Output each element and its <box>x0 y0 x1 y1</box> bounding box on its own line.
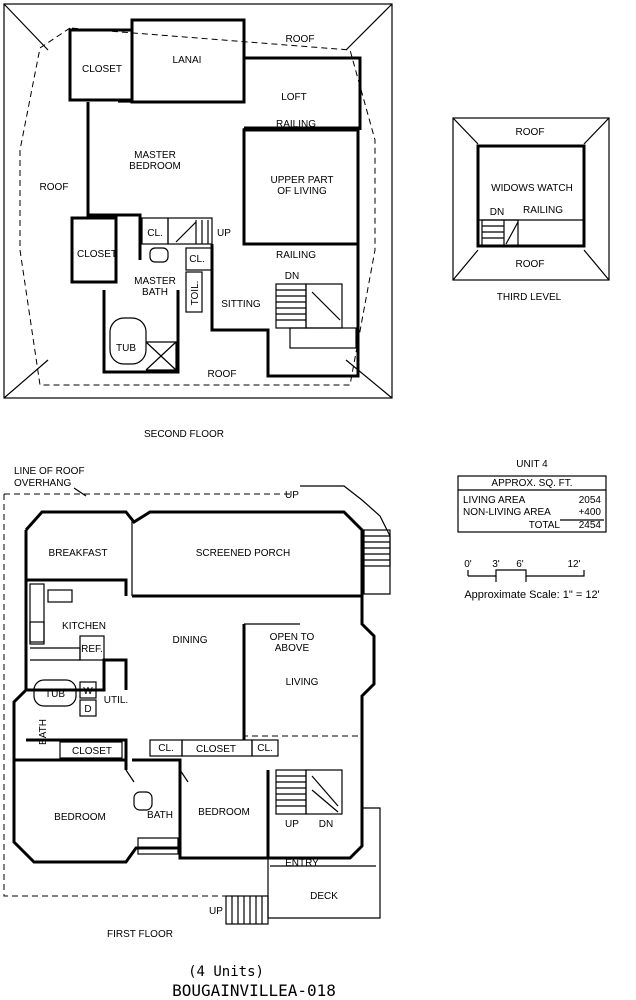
ff-deck-label: DECK <box>310 891 338 902</box>
sf-sitting-label: SITTING <box>221 299 261 310</box>
sf-upper-living-label-2: OF LIVING <box>277 186 327 197</box>
sf-roof-top-label: ROOF <box>286 34 315 45</box>
ff-bath-left-label: BATH <box>38 719 49 745</box>
scale-tick-6: 6' <box>516 559 524 570</box>
ff-cl-a-label: CL. <box>158 743 174 754</box>
sf-railing-top-label: RAILING <box>276 119 316 130</box>
sf-master-bedroom-label-2: BEDROOM <box>129 161 181 172</box>
roof-outline <box>3 3 393 399</box>
ff-up-label: UP <box>285 819 299 830</box>
third-level-plan <box>452 117 610 281</box>
sf-roof-bottom-label: ROOF <box>208 369 237 380</box>
sf-dn-label: DN <box>285 271 299 282</box>
ff-dn-label: DN <box>319 819 333 830</box>
sf-up-label: UP <box>217 228 231 239</box>
ff-closet-mid-label: CLOSET <box>196 744 236 755</box>
ff-open-label-2: ABOVE <box>275 643 310 654</box>
scale-tick-0: 0' <box>464 559 472 570</box>
tl-dn-label: DN <box>490 207 504 218</box>
sf-lanai-label: LANAI <box>173 55 202 66</box>
ff-tub-label: TUB <box>45 689 65 700</box>
scale-bar <box>467 569 585 582</box>
ff-entry-label: ENTRY <box>285 858 319 869</box>
ff-overhang-label-1: LINE OF ROOF <box>14 466 85 477</box>
sf-cl-2-label: CL. <box>189 254 205 265</box>
area-row-1-label: LIVING AREA <box>463 495 526 506</box>
ff-open-label-1: OPEN TO <box>270 632 315 643</box>
ff-dryer-label: D <box>84 704 91 715</box>
ff-bedroom-mid-label: BEDROOM <box>198 807 250 818</box>
tl-roof-bottom-label: ROOF <box>516 259 545 270</box>
sf-tub-label: TUB <box>116 343 136 354</box>
ff-washer-label: W <box>83 686 93 697</box>
ff-kitchen-label: KITCHEN <box>62 621 106 632</box>
ff-living-label: LIVING <box>286 677 319 688</box>
ff-closet-left-label: CLOSET <box>72 746 112 757</box>
sf-toilet-label: TOIL. <box>190 281 201 306</box>
third-level-caption: THIRD LEVEL <box>497 292 562 303</box>
ff-up-deck-label: UP <box>209 906 223 917</box>
area-table-header: APPROX. SQ. FT. <box>491 478 572 489</box>
ff-ref-label: REF. <box>81 644 103 655</box>
sf-closet-mid-label: CLOSET <box>77 249 117 260</box>
second-floor-caption: SECOND FLOOR <box>144 429 224 440</box>
first-floor-plan <box>3 485 391 925</box>
sf-master-bath-label-2: BATH <box>142 287 168 298</box>
footer-model: BOUGAINVILLEA-018 <box>172 981 336 1000</box>
ff-breakfast-label: BREAKFAST <box>49 548 108 559</box>
first-floor-caption: FIRST FLOOR <box>107 929 173 940</box>
area-row-1-value: 2054 <box>579 495 602 506</box>
area-table-unit: UNIT 4 <box>516 459 548 470</box>
area-row-3-value: 2454 <box>579 520 602 531</box>
ff-util-label: UTIL. <box>104 695 128 706</box>
scale-tick-3: 3' <box>492 559 500 570</box>
sf-roof-left-label: ROOF <box>40 182 69 193</box>
second-floor-stair-treads <box>175 220 341 321</box>
ff-bedroom-left-label: BEDROOM <box>54 812 106 823</box>
sf-loft-label: LOFT <box>281 92 307 103</box>
ff-dining-label: DINING <box>173 635 208 646</box>
ff-up-top-label: UP <box>285 490 299 501</box>
sf-upper-living-label-1: UPPER PART <box>271 175 334 186</box>
second-floor-plan <box>3 3 393 399</box>
area-table <box>457 475 607 533</box>
ff-overhang-label-2: OVERHANG <box>14 478 71 489</box>
sf-master-bath-label-1: MASTER <box>134 276 176 287</box>
closet-mid-room <box>70 216 118 284</box>
ff-bath-mid-label: BATH <box>147 810 173 821</box>
scale-tick-12: 12' <box>567 559 580 570</box>
tl-railing-label: RAILING <box>523 205 563 216</box>
scale-label: Approximate Scale: 1" = 12' <box>464 589 599 601</box>
area-row-2-value: +400 <box>578 507 601 518</box>
area-row-2-label: NON-LIVING AREA <box>463 507 551 518</box>
sf-master-bedroom-label-1: MASTER <box>134 150 176 161</box>
sf-railing-bottom-label: RAILING <box>276 250 316 261</box>
footer-units: (4 Units) <box>188 964 264 980</box>
tl-roof-top-label: ROOF <box>516 127 545 138</box>
area-row-3-label: TOTAL <box>529 520 561 531</box>
ff-screened-porch-label: SCREENED PORCH <box>196 548 290 559</box>
tl-widows-watch-label: WIDOWS WATCH <box>491 183 573 194</box>
ff-cl-b-label: CL. <box>257 743 273 754</box>
sf-closet-top-label: CLOSET <box>82 64 122 75</box>
sf-cl-1-label: CL. <box>147 228 163 239</box>
